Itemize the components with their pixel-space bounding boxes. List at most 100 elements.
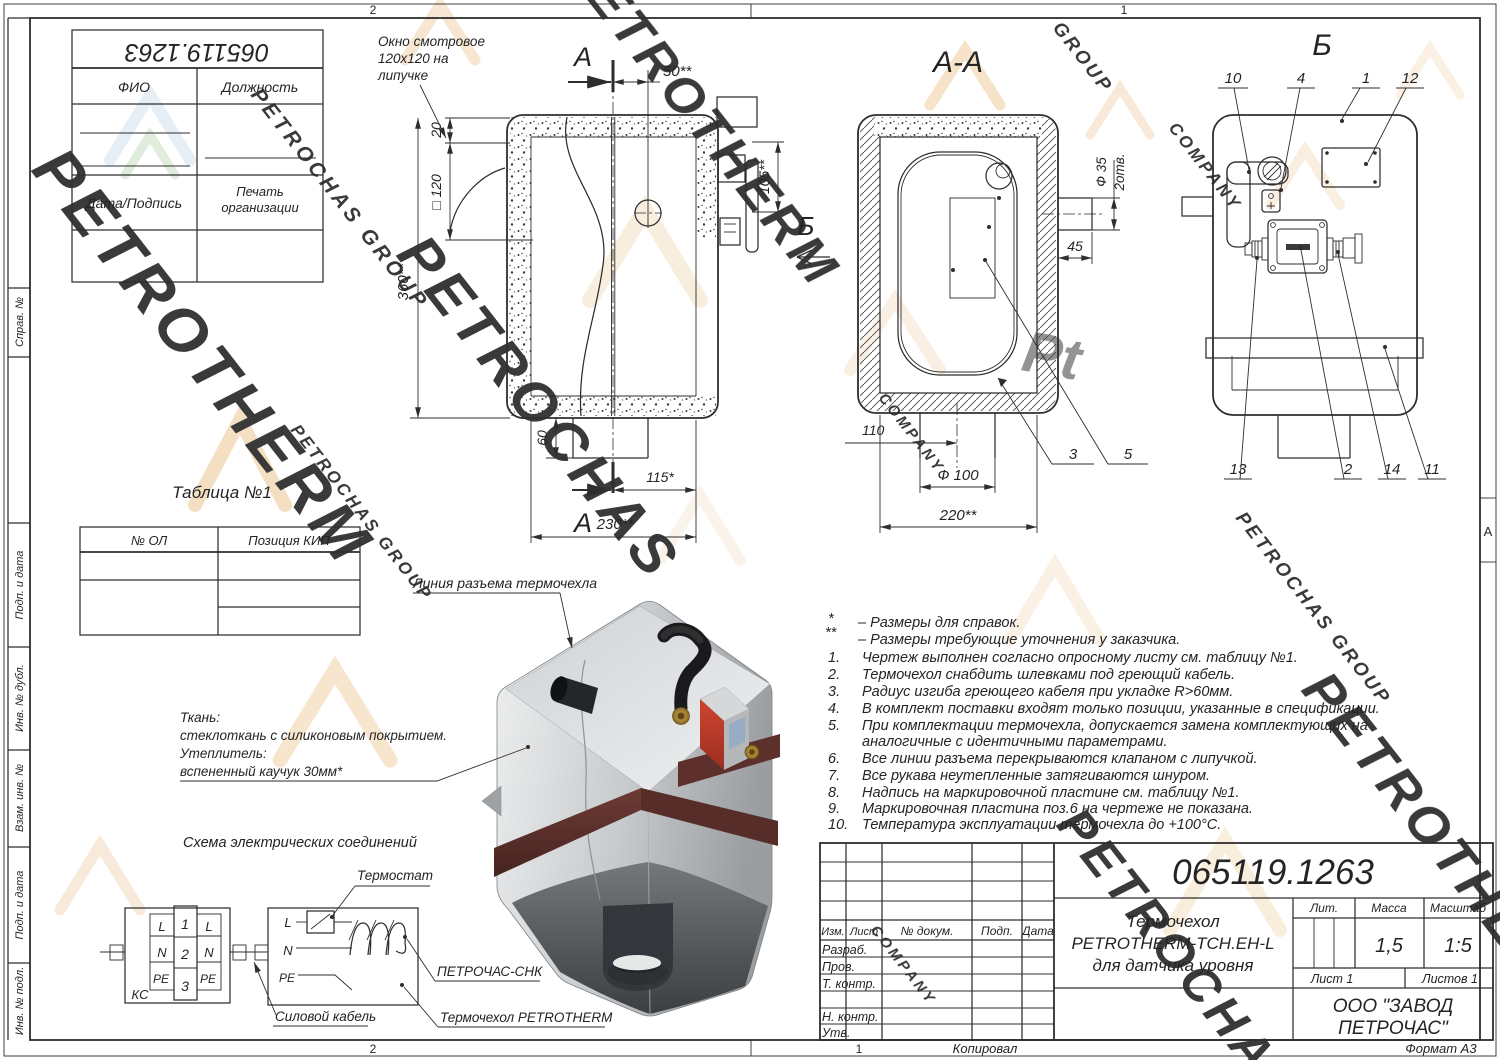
parting-line-label: Линия разъема термочехла: [412, 575, 597, 591]
stamp-header: организации: [221, 200, 298, 215]
tb-masshtab-header: Масштаб: [1430, 901, 1487, 915]
terminal-label: N: [157, 945, 167, 960]
note-text: – Размеры требующие уточнения у заказчик…: [857, 632, 1180, 648]
note-text: Все рукава неутепленные затягиваются шну…: [862, 768, 1210, 784]
window-annotation: липучке: [377, 68, 428, 83]
tb-row-label: Пров.: [822, 960, 855, 974]
note-num: 8.: [828, 785, 840, 801]
electrical-schematic: Схема электрических соединений L N PE 1 …: [100, 835, 613, 1028]
tb-header: Дата: [1020, 924, 1054, 938]
tb-row-label: Т. контр.: [822, 977, 876, 991]
dim-45: 45: [1067, 238, 1083, 254]
terminal-label: PE: [153, 972, 170, 986]
dim-50: 50**: [663, 63, 693, 80]
schematic-title: Схема электрических соединений: [183, 835, 417, 851]
watermark-text: COMPANY: [1165, 119, 1246, 215]
terminal-number: 2: [180, 946, 189, 962]
dim-20: 20: [428, 122, 444, 139]
table1: Таблица №1 № ОЛ Позиция КИП: [79, 483, 361, 636]
table1-header: Позиция КИП: [248, 533, 330, 548]
tb-masshtab-value: 1:5: [1444, 935, 1473, 957]
approval-stamp: 065119.1263 ФИО Должность Дата/Подпись П…: [71, 29, 324, 283]
tb-row-label: Н. контр.: [822, 1010, 878, 1024]
tb-header: Лист: [849, 926, 878, 938]
margin-label: Взам. инв. №: [14, 764, 26, 832]
note-text: Температура эксплуатации термочехла до +…: [862, 817, 1221, 833]
terminal-number: 3: [181, 978, 189, 994]
tb-doc-number: 065119.1263: [1172, 853, 1374, 892]
note-text: Чертеж выполнен согласно опросному листу…: [862, 650, 1298, 666]
note-num: 5.: [828, 718, 840, 734]
snk-label: ПЕТРОЧАС-СНК: [437, 964, 543, 979]
tb-row-label: Разраб.: [822, 943, 867, 957]
tb-massa-value: 1,5: [1375, 935, 1404, 957]
window-annotation: 120х120 на: [378, 51, 449, 66]
zone-number: 1: [856, 1042, 863, 1056]
tb-name: PETROTHERM-TCH.EH-L: [1071, 934, 1274, 953]
note-text: Радиус изгиба греющего кабеля при укладк…: [862, 684, 1233, 700]
tb-row-label: Утв.: [821, 1026, 850, 1040]
tb-header: Изм.: [821, 926, 844, 938]
title-block: 065119.1263 Изм. Лист № докум. Подп. Дат…: [819, 842, 1494, 1041]
terminal-label: PE: [200, 972, 217, 986]
zone-number: 2: [370, 1042, 377, 1056]
view-b: Б 10 4 1 12 13 2: [1181, 29, 1446, 480]
annotations-3d: Линия разъема термочехла Ткань: стеклотк…: [179, 575, 597, 782]
zone-letter: А: [1484, 524, 1493, 539]
fabric-label: Утеплитель:: [179, 746, 267, 761]
tb-name: Термочехол: [1126, 912, 1220, 931]
dim-60: 60: [534, 430, 550, 446]
tb-header: Подп.: [981, 924, 1013, 938]
dim-f35-qty: 2отв.: [1112, 153, 1127, 191]
cover-label: Термочехол PETROTHERM: [440, 1010, 613, 1025]
note-text: аналогичные с идентичными параметрами.: [862, 734, 1167, 750]
note-num: 4.: [828, 701, 840, 717]
tb-list: Лист 1: [1310, 972, 1354, 986]
margin-label: Инв. № дубл.: [14, 664, 26, 732]
fabric-label: Ткань:: [180, 710, 220, 725]
terminal-label: PE: [279, 971, 296, 985]
terminal-label: L: [284, 915, 291, 930]
dim-f100: Ф 100: [937, 467, 979, 484]
thermal-cover-3d-render: [481, 600, 780, 1017]
dim-105: 105**: [756, 159, 772, 194]
watermark-text: GROUP: [1048, 18, 1117, 98]
note-num: 9.: [828, 801, 840, 817]
stamp-header: Должность: [220, 79, 298, 95]
callout-14: 14: [1384, 461, 1401, 478]
callout-10: 10: [1225, 70, 1242, 87]
terminal-label: N: [283, 943, 293, 958]
note-num: 3.: [828, 684, 840, 700]
note-num: **: [825, 625, 838, 641]
terminal-label: L: [158, 919, 165, 934]
table1-header: № ОЛ: [131, 533, 167, 548]
fabric-label: стеклоткань с силиконовым покрытием.: [180, 728, 447, 743]
sheet-frame: 2 1 2 1 А Копировал Формат А3: [3, 3, 1497, 1057]
left-margin-strip: Справ. № Подп. и дата Инв. № дубл. Взам.…: [8, 287, 30, 1035]
dim-115: 115*: [646, 469, 674, 485]
dim-230: 230**: [596, 516, 635, 533]
callout-1: 1: [1362, 70, 1370, 87]
margin-label: Инв. № подл.: [14, 967, 26, 1035]
view-b-title: Б: [1312, 29, 1332, 62]
note-text: Маркировочная пластина поз.6 на чертеже …: [862, 801, 1253, 817]
view-letter-b: Б: [798, 211, 815, 241]
zone-number: 1: [1121, 3, 1128, 17]
section-aa-title: А-А: [931, 46, 983, 79]
note-text: Все линии разъема перекрываются клапаном…: [862, 751, 1258, 767]
fabric-label: вспененный каучук 30мм*: [180, 764, 343, 779]
callout-11: 11: [1424, 461, 1440, 478]
section-letter-a: А: [572, 508, 592, 538]
section-aa-view: А-А Ф 35 2отв. 45 110 Ф 100 220** 3 5: [845, 46, 1148, 533]
note-text: Термочехол снабдить шлевками под греющий…: [862, 667, 1235, 683]
note-num: 6.: [828, 751, 840, 767]
note-text: При комплектации термочехла, допускается…: [862, 718, 1368, 734]
dim-120: □ 120: [428, 174, 444, 210]
terminal-number: 1: [181, 916, 189, 932]
table1-title: Таблица №1: [172, 483, 272, 502]
margin-label: Справ. №: [14, 297, 26, 347]
kopiroval-label: Копировал: [953, 1041, 1018, 1056]
terminal-label: N: [204, 945, 214, 960]
callout-2: 2: [1343, 461, 1353, 478]
